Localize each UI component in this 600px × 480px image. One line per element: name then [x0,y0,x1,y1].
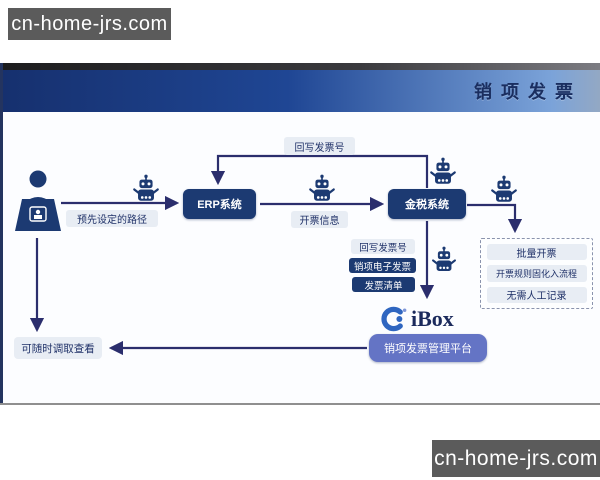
ibox-logo: iBox [381,304,454,334]
label-invoice-list: 发票清单 [352,277,415,292]
slide-header: 销项发票 [0,70,600,112]
node-invoice-platform: 销项发票管理平台 [369,334,487,362]
ibox-logo-icon [381,306,407,332]
benefit-batch-invoicing: 批量开票 [486,244,587,261]
slide-left-edge [0,63,3,404]
benefit-no-manual-record: 无需人工记录 [486,286,587,303]
label-writeback-invoice-no-mid: 回写发票号 [351,239,415,254]
rpa-robot-icon [428,157,458,187]
watermark-top-left: cn-home-jrs.com [8,8,171,40]
user-person-icon [15,170,61,231]
label-view-anytime: 可随时调取查看 [14,337,102,359]
benefit-rules-in-process: 开票规则固化入流程 [486,265,587,282]
slide-bottom-border [0,403,600,405]
watermark-bottom-right: cn-home-jrs.com [432,440,600,477]
rpa-robot-icon [430,246,458,274]
page-title: 销项发票 [474,82,582,102]
rpa-robot-icon [489,175,519,205]
rpa-robot-icon [131,174,161,204]
label-preset-path: 预先设定的路径 [66,210,158,227]
node-erp-system: ERP系统 [183,189,256,219]
node-golden-tax-system: 金税系统 [388,189,466,219]
label-e-invoice: 销项电子发票 [349,258,416,273]
benefits-dashed-box: 批量开票 开票规则固化入流程 无需人工记录 [480,238,593,309]
slide-top-strip [0,63,600,70]
label-invoice-info: 开票信息 [291,211,348,228]
ibox-logo-text: iBox [411,306,454,331]
label-writeback-invoice-no-top: 回写发票号 [284,137,355,155]
rpa-robot-icon [307,174,337,204]
